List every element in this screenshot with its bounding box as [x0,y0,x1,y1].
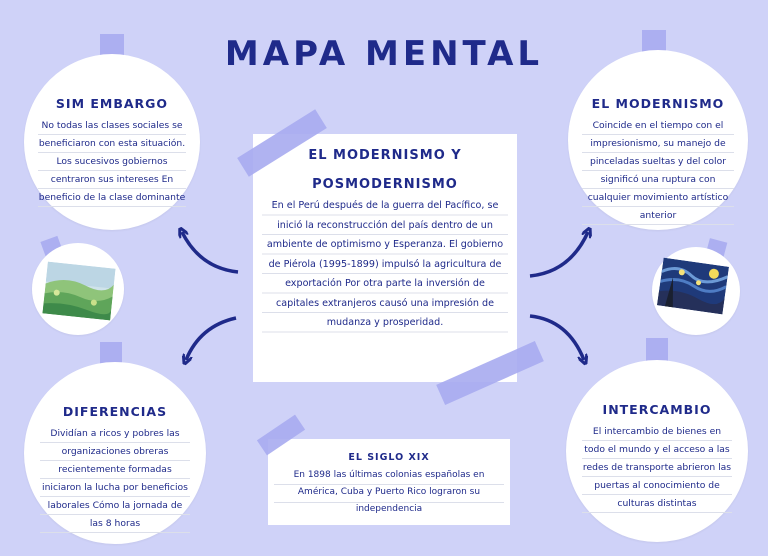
center-note-block: EL MODERNISMO Y POSMODERNISMO En el Perú… [262,148,508,333]
diferencias-text: Dividían a ricos y pobres las organizaci… [40,425,190,533]
sim-embargo-text: No todas las clases sociales se benefici… [38,117,186,207]
arrow-to-el-modernismo [529,232,588,278]
page-title: MAPA MENTAL [224,34,544,74]
diferencias-heading: DIFERENCIAS [62,404,168,419]
intercambio-text: El intercambio de bienes en todo el mund… [582,423,732,513]
arrow-to-sim-embargo [182,232,239,274]
el-modernismo-heading: EL MODERNISMO [591,96,725,111]
sim-embargo-heading: SIM EMBARGO [55,96,169,111]
arrow-to-diferencias [186,316,237,360]
impressionist-landscape-painting-svg [42,261,116,321]
intercambio-block: INTERCAMBIO El intercambio de bienes en … [582,402,732,513]
sim-embargo-block: SIM EMBARGO No todas las clases sociales… [38,96,186,207]
el-modernismo-text: Coincide en el tiempo con el impresionis… [582,117,734,225]
starry-night-painting-icon [656,257,730,315]
impressionist-landscape-painting-icon [42,261,116,321]
siglo-xix-block: EL SIGLO XIX En 1898 las últimas colonia… [274,452,504,518]
siglo-xix-heading: EL SIGLO XIX [348,452,430,463]
center-heading-line1: EL MODERNISMO Y [308,148,462,163]
center-heading-line2: POSMODERNISMO [312,177,458,192]
starry-night-painting-svg [656,257,730,315]
intercambio-heading: INTERCAMBIO [602,402,712,417]
center-text: En el Perú después de la guerra del Pací… [262,196,508,333]
siglo-xix-text: En 1898 las últimas colonias españolas e… [274,467,504,518]
el-modernismo-block: EL MODERNISMO Coincide en el tiempo con … [582,96,734,225]
diferencias-block: DIFERENCIAS Dividían a ricos y pobres la… [40,404,190,533]
